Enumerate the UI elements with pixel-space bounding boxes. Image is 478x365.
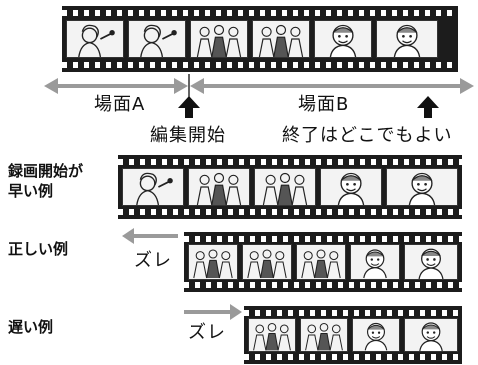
frame-6	[376, 20, 438, 58]
frame-2	[128, 20, 186, 58]
singer-icon	[140, 24, 177, 57]
boy-icon	[418, 248, 444, 279]
frame-5	[404, 244, 458, 280]
crowd-icon	[196, 172, 242, 205]
film-strip-top	[62, 6, 458, 72]
crowd-icon	[196, 24, 242, 57]
boy-icon	[364, 322, 388, 351]
scene-b-label: 場面B	[298, 94, 350, 115]
frame-3	[254, 168, 316, 206]
frame-1	[66, 20, 124, 58]
crowd-icon	[253, 323, 291, 351]
frame-5	[386, 168, 458, 206]
frame-2	[242, 244, 292, 280]
film-strip-early	[118, 155, 462, 219]
late-shift-text: ズレ	[188, 322, 226, 343]
sprocket-row-top	[62, 10, 458, 16]
crowd-icon	[193, 249, 233, 279]
frame-1	[248, 318, 296, 352]
boy-icon	[408, 172, 436, 205]
sprocket-row-bottom	[62, 62, 458, 68]
correct-label: 正しい例	[8, 240, 69, 258]
frame-4	[252, 20, 310, 58]
late-label: 遅い例	[8, 318, 54, 336]
crowd-icon	[258, 24, 304, 57]
boy-icon	[419, 322, 443, 351]
singer-icon	[136, 172, 173, 205]
crowd-icon	[301, 249, 341, 279]
frame-1	[122, 168, 184, 206]
frame-5	[314, 20, 372, 58]
crowd-icon	[247, 249, 287, 279]
frame-3	[352, 318, 400, 352]
boy-icon	[393, 24, 421, 57]
scene-range-arrows	[44, 74, 474, 118]
singer-icon	[78, 24, 115, 57]
frame-4	[404, 318, 458, 352]
frame-2	[300, 318, 348, 352]
boy-icon	[329, 24, 357, 57]
frame-1	[188, 244, 238, 280]
edit-start-caption: 編集開始	[150, 125, 226, 146]
film-strip-late	[244, 306, 462, 364]
boy-icon	[337, 172, 365, 205]
early-label-line2: 早い例	[8, 182, 54, 200]
scene-a-label: 場面A	[94, 94, 146, 115]
film-strip-correct	[184, 232, 462, 292]
correct-shift-text: ズレ	[134, 250, 172, 271]
end-anywhere-caption: 終了はどこでもよい	[282, 125, 453, 146]
frame-3	[296, 244, 346, 280]
frame-3	[190, 20, 248, 58]
frame-2	[188, 168, 250, 206]
frame-4	[350, 244, 400, 280]
boy-icon	[363, 249, 387, 279]
crowd-icon	[305, 323, 343, 351]
shift-arrow-left	[122, 228, 178, 244]
crowd-icon	[262, 172, 308, 205]
shift-arrow-right	[184, 304, 242, 320]
early-label-line1: 録画開始が	[8, 162, 84, 180]
frame-4	[320, 168, 382, 206]
